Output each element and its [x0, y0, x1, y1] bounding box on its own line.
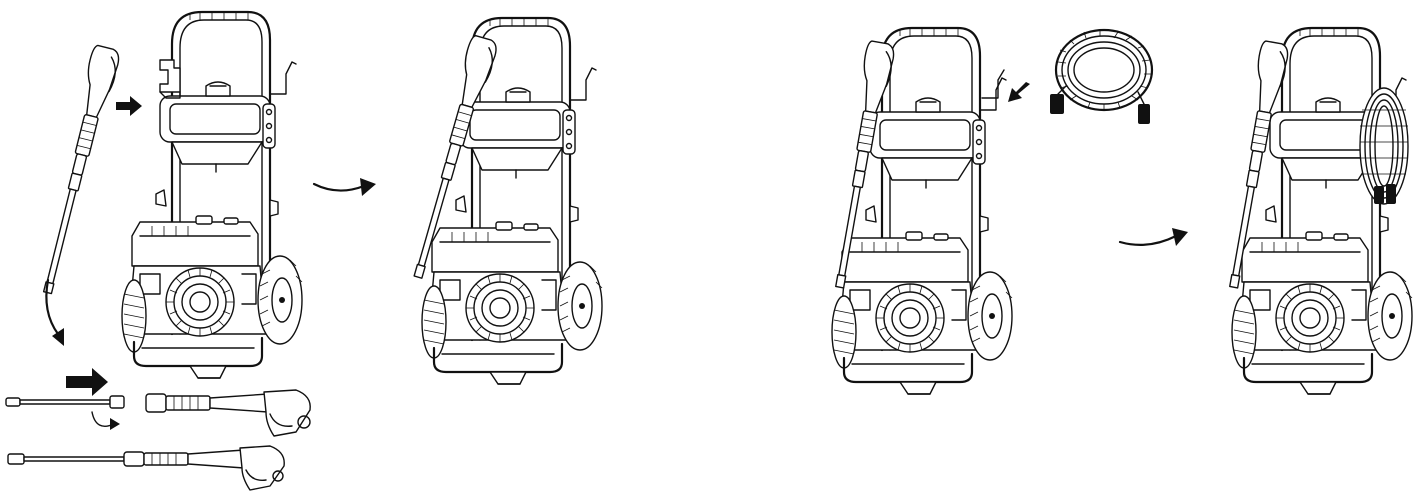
step-3 — [830, 26, 1188, 396]
lance-assembly — [5, 368, 311, 437]
hose-coil — [1050, 28, 1154, 124]
hose-hook — [981, 69, 1005, 99]
curved-arrow — [1118, 228, 1188, 247]
lance-assembly — [7, 445, 285, 491]
gun-holder-bracket — [159, 59, 181, 99]
curved-arrow — [312, 178, 376, 196]
spray-gun — [835, 39, 897, 289]
step-2 — [413, 16, 604, 386]
hose-coil — [1359, 87, 1409, 205]
pressure-washer-with-hose-stored — [1230, 26, 1414, 396]
fill-arrow — [1008, 82, 1030, 102]
step-1 — [5, 10, 311, 491]
fill-arrow — [116, 96, 142, 116]
curved-arrow — [45, 278, 64, 346]
spray-gun — [413, 33, 500, 279]
spray-gun — [42, 43, 122, 295]
pressure-washer — [120, 10, 304, 380]
fill-arrow — [66, 368, 108, 396]
pressure-washer-with-gun-mounted — [420, 16, 604, 386]
spray-gun — [1229, 39, 1291, 289]
pressure-washer — [830, 26, 1014, 396]
step-4 — [1229, 26, 1414, 396]
